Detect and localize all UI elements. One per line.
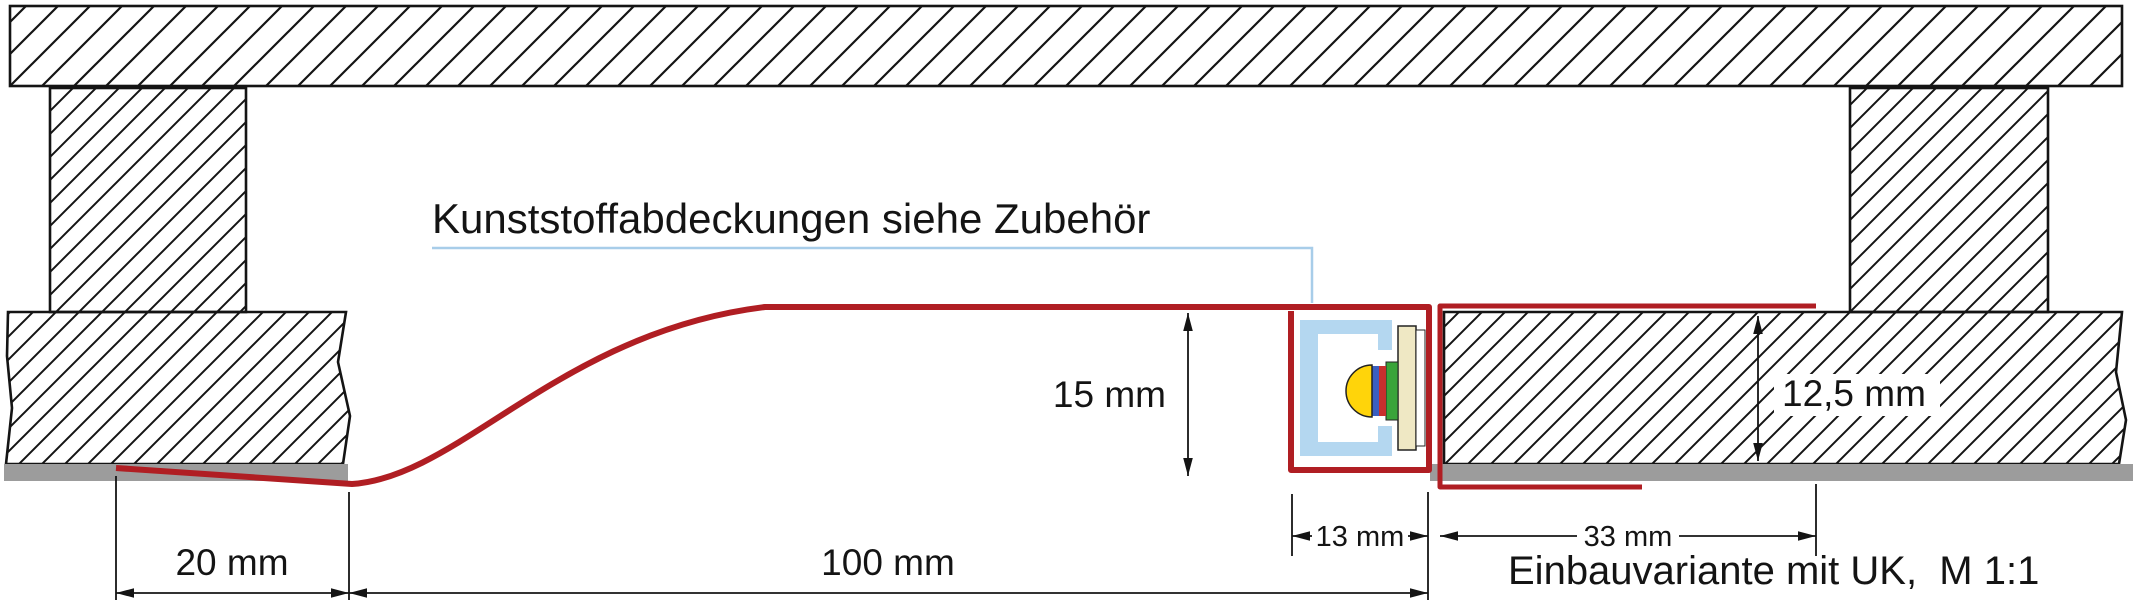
led-lens-dome [1345, 364, 1373, 418]
dimension-label: 20 mm [175, 542, 288, 583]
led-channel-detail [1300, 320, 1426, 456]
left-carrier-panel [4, 310, 352, 466]
label-background [1312, 519, 1408, 552]
dimension-label: 33 mm [1584, 521, 1673, 553]
label-background [1774, 374, 1940, 416]
label-background [1577, 519, 1679, 552]
left-batten [48, 86, 248, 314]
led-mount-strip [1415, 329, 1426, 447]
dimension-label: 100 mm [821, 542, 955, 583]
annotation-label: Kunststoffabdeckungen siehe Zubehör [432, 195, 1150, 242]
profile-right-leg [1437, 303, 1816, 490]
right-batten [1848, 86, 2050, 314]
plastic-cover-profile [1300, 320, 1392, 456]
led-package-red [1379, 366, 1386, 416]
dimension-panel-thickness: 12,5 mm [1753, 316, 1940, 461]
led-package-green [1385, 361, 1399, 421]
dimension-span: 100 mm [349, 492, 1429, 600]
dimension-label: 13 mm [1316, 521, 1405, 553]
drawing-caption: Einbauvariante mit UK, M 1:1 [1508, 549, 2039, 593]
dimension-profile-height: 15 mm [1053, 313, 1193, 476]
dimension-label: 15 mm [1053, 374, 1166, 415]
dimension-left-flange: 20 mm [115, 476, 350, 600]
dimension-label: 12,5 mm [1782, 373, 1926, 414]
dimension-channel-width: 13 mm [1291, 494, 1428, 556]
dimension-right-flange: 33 mm [1440, 484, 1817, 556]
ceiling-slab [8, 4, 2124, 88]
led-package-blue [1372, 366, 1379, 416]
plasterboard-right [1430, 464, 2133, 481]
annotation-leader-line [432, 246, 1314, 303]
profile-main [115, 304, 1432, 487]
led-pcb [1397, 325, 1417, 451]
